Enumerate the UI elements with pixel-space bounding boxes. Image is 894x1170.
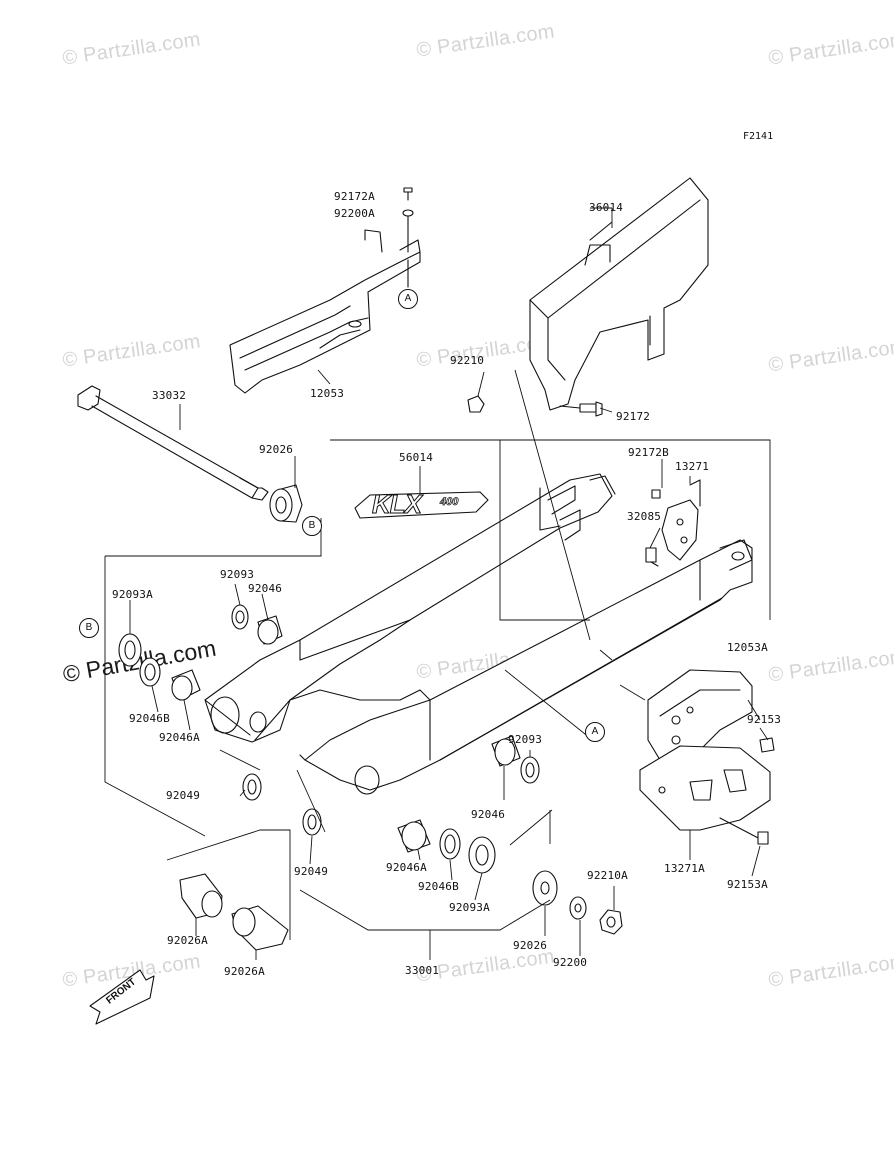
bolt-92172 <box>559 401 603 417</box>
part-label[interactable]: 56014 <box>399 451 434 464</box>
part-label[interactable]: 92046B <box>418 880 459 893</box>
collar-92026A-2 <box>231 905 289 951</box>
callout-a: A <box>398 289 418 309</box>
collar-92046B-left <box>139 657 161 687</box>
pivot-shaft-33032 <box>77 385 269 501</box>
part-label[interactable]: 92200A <box>334 207 375 220</box>
bearing-92046A-left <box>171 669 201 701</box>
part-label[interactable]: 33001 <box>405 964 440 977</box>
part-label[interactable]: 92210A <box>587 869 628 882</box>
chain-guide-12053A <box>647 669 753 761</box>
seal-92093-upper <box>231 604 249 630</box>
part-label[interactable]: 92172A <box>334 190 375 203</box>
bearing-92046-upper <box>257 615 283 645</box>
front-arrow-icon <box>89 969 155 1025</box>
part-label[interactable]: 92093A <box>449 901 490 914</box>
part-label[interactable]: 92046B <box>129 712 170 725</box>
part-label[interactable]: 12053A <box>727 641 768 654</box>
part-label[interactable]: 92026 <box>259 443 294 456</box>
figure-code: F2141 <box>743 131 774 142</box>
nut-92210 <box>467 395 485 413</box>
part-label[interactable]: 92093 <box>220 568 255 581</box>
chain-adjuster-13271 <box>661 479 701 561</box>
part-label[interactable]: 92026A <box>224 965 265 978</box>
nut-92210A <box>599 909 623 935</box>
brand-emblem-text: KLX <box>372 489 423 520</box>
bearing-92046-right <box>491 735 521 767</box>
part-label[interactable]: 92172B <box>628 446 669 459</box>
part-label[interactable]: 92026 <box>513 939 548 952</box>
brand-emblem-subtext: 400 <box>440 496 459 509</box>
chain-guard-36014 <box>529 177 709 411</box>
part-label[interactable]: 92153 <box>747 713 782 726</box>
washer-92200A <box>402 209 414 253</box>
part-label[interactable]: 92046 <box>471 808 506 821</box>
part-label[interactable]: 92093A <box>112 588 153 601</box>
part-label[interactable]: 36014 <box>589 201 624 214</box>
chain-slider-12053 <box>229 229 421 394</box>
bolt-32085 <box>645 547 659 567</box>
part-label[interactable]: 92046A <box>386 861 427 874</box>
swingarm-33001 <box>204 473 753 795</box>
part-label[interactable]: 92046 <box>248 582 283 595</box>
part-label[interactable]: 92153A <box>727 878 768 891</box>
seal-92093A-right <box>468 836 496 874</box>
part-label[interactable]: 92093 <box>508 733 543 746</box>
part-label[interactable]: 33032 <box>152 389 187 402</box>
part-label[interactable]: 92046A <box>159 731 200 744</box>
part-label[interactable]: 92026A <box>167 934 208 947</box>
part-label[interactable]: 32085 <box>627 510 662 523</box>
collar-92026-upper <box>269 484 303 523</box>
part-label[interactable]: 12053 <box>310 387 345 400</box>
bearing-92046A-right <box>397 819 431 853</box>
bolt-92172B <box>651 489 661 499</box>
seal-92093-right <box>520 756 540 784</box>
bolt-92172A <box>403 187 413 201</box>
collar-92046B-right <box>439 828 461 860</box>
part-label[interactable]: 92049 <box>166 789 201 802</box>
seal-92049-left <box>242 773 262 801</box>
emblem-56014 <box>354 491 489 519</box>
bolt-92153A <box>719 817 769 845</box>
washer-92200 <box>569 896 587 920</box>
callout-a: A <box>585 722 605 742</box>
chain-guide-13271A <box>639 745 771 831</box>
bolt-92153 <box>759 737 775 753</box>
callout-b: B <box>302 516 322 536</box>
collar-92026A-1 <box>179 873 223 919</box>
seal-92049-lower <box>302 808 322 836</box>
part-label[interactable]: 13271 <box>675 460 710 473</box>
part-label[interactable]: 13271A <box>664 862 705 875</box>
part-label[interactable]: 92049 <box>294 865 329 878</box>
washer-92026-right <box>532 870 558 906</box>
part-label[interactable]: 92210 <box>450 354 485 367</box>
callout-b: B <box>79 618 99 638</box>
seal-92093A <box>118 633 142 667</box>
part-label[interactable]: 92172 <box>616 410 651 423</box>
part-label[interactable]: 92200 <box>553 956 588 969</box>
